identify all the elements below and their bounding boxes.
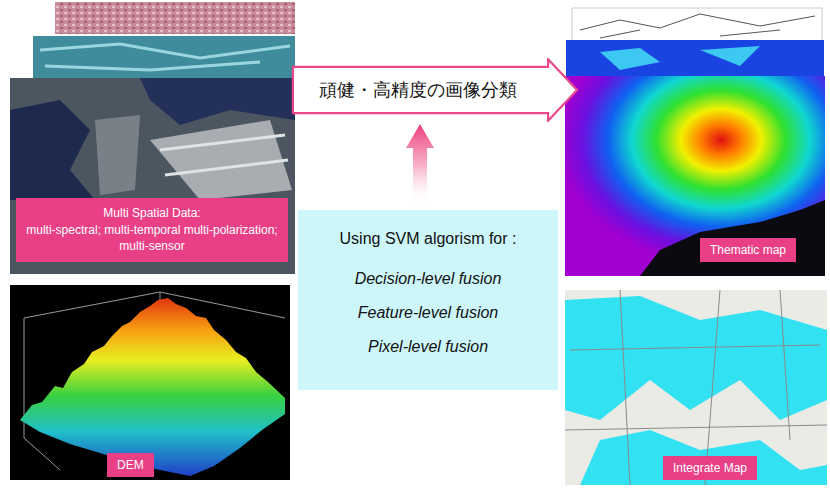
data-label-box: Multi Spatial Data:multi-spectral; multi… [16, 198, 288, 262]
river-network [580, 14, 815, 38]
node-heading: Thematic map [710, 242, 786, 258]
thematic-image [565, 76, 825, 276]
city-area [95, 115, 140, 195]
node-text: multi-spectral; multi-temporal multi-pol… [24, 222, 280, 254]
image-label: DEM [107, 453, 154, 477]
airport [150, 120, 292, 200]
sea-area [640, 200, 825, 276]
node-heading: 頑健・高精度の画像分類 [319, 78, 517, 102]
map-image [565, 290, 827, 485]
node-heading: Integrate Map [673, 460, 747, 476]
water-area [10, 100, 95, 200]
dem-surface [20, 298, 285, 476]
arrow-shape [293, 59, 577, 120]
runway [160, 135, 288, 175]
node-heading: DEM [117, 457, 144, 473]
node-heading: Multi Spatial Data: [24, 205, 280, 221]
fat-arrow-connector [406, 124, 434, 206]
arrow-shape [406, 124, 434, 206]
method-box: Using SVM algorism for : Decision-level f… [298, 210, 558, 390]
street-lines [565, 290, 827, 485]
image-layer [33, 36, 295, 80]
satellite-image [10, 78, 295, 274]
image-layer [55, 2, 295, 34]
dem-panel [10, 285, 290, 480]
node-heading: Using SVM algorism for : [340, 230, 517, 248]
image-label: Integrate Map [663, 456, 757, 480]
water-area [140, 78, 295, 125]
image-layer [572, 8, 822, 44]
node-text: Feature-level fusion [358, 304, 499, 322]
image-texture [600, 46, 760, 70]
node-text: Pixel-level fusion [368, 338, 488, 356]
image-label: Thematic map [700, 238, 796, 262]
process-arrow: 頑健・高精度の画像分類 [290, 58, 580, 122]
image-texture [40, 44, 290, 70]
node-text: Decision-level fusion [355, 270, 502, 288]
